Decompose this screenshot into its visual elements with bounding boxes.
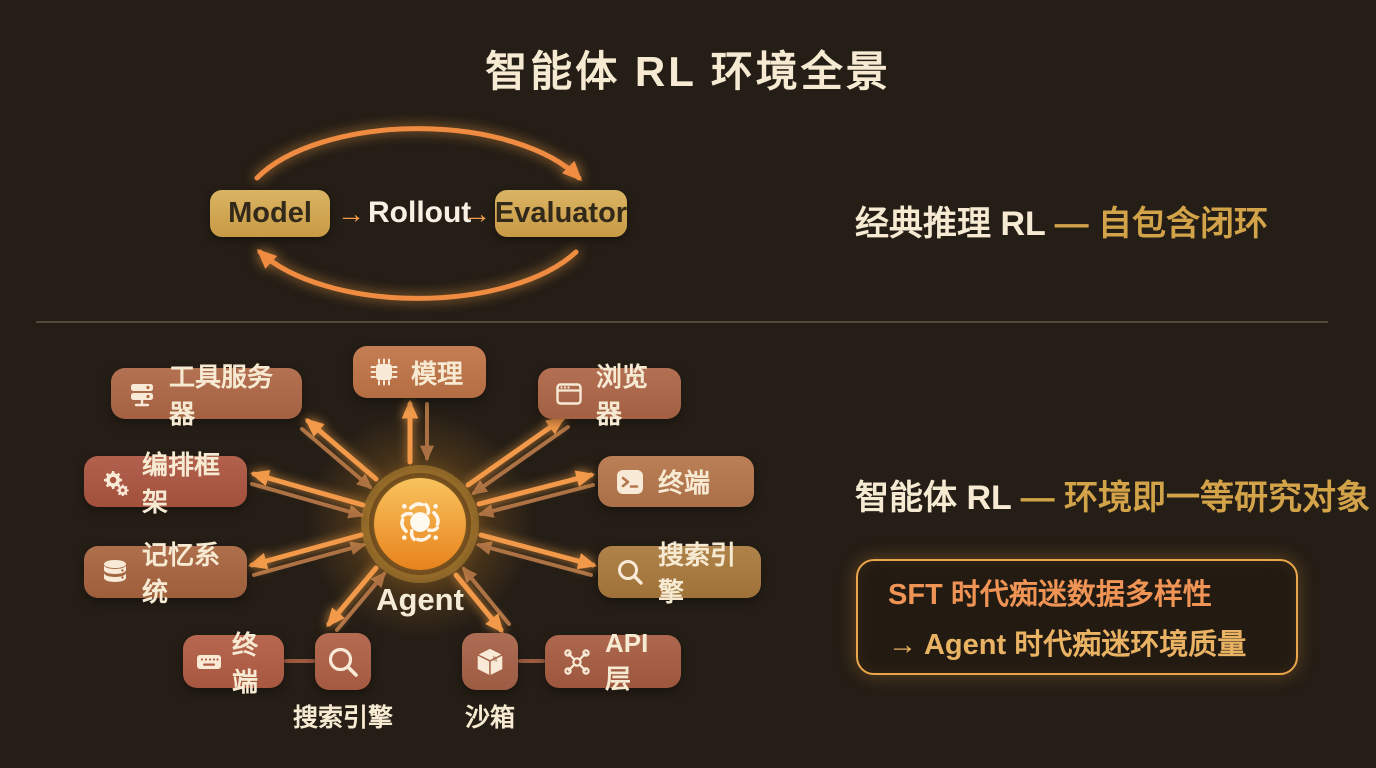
package-icon (472, 644, 508, 680)
node-model: 模理 (353, 346, 486, 398)
terminal-search-connector (284, 659, 315, 663)
magnifier-icon (325, 644, 361, 680)
node-sandbox (462, 633, 518, 690)
node-label: 编排框架 (142, 449, 221, 517)
sandbox-api-connector (518, 659, 545, 663)
rollout-label: Rollout (368, 196, 472, 229)
server-icon (128, 380, 156, 408)
page-title: 智能体 RL 环境全景 (485, 48, 891, 95)
node-tool-server: 工具服务器 (111, 362, 302, 429)
gears-icon (101, 468, 129, 496)
node-label: API 层 (605, 627, 649, 694)
arrow-right-icon: → (463, 198, 491, 229)
callout-line1: SFT 时代痴迷数据多样性 (888, 579, 1212, 611)
node-api-layer: API 层 (545, 628, 681, 694)
agent-label: Agent (376, 582, 464, 617)
node-label: 浏览器 (596, 361, 649, 429)
evaluator-box: Evaluator (495, 190, 627, 237)
node-search-right: 搜索引擎 (598, 540, 761, 607)
agent-hub (374, 478, 466, 570)
node-label: 模理 (411, 358, 464, 389)
evaluator-label: Evaluator (494, 197, 628, 229)
chip-icon (370, 358, 398, 386)
sft-vs-agent-callout: SFT 时代痴迷数据多样性 → Agent 时代痴迷环境质量 (856, 559, 1298, 675)
classic-rl-caption: 经典推理 RL — 自包含闭环 (855, 205, 1269, 243)
node-label: 记忆系统 (142, 540, 221, 607)
node-terminal-bottom: 终端 (183, 630, 284, 697)
search-icon (615, 557, 645, 587)
node-label: 搜索引擎 (658, 540, 737, 607)
agent-halo-ring (361, 465, 479, 583)
terminal-icon (615, 467, 645, 497)
node-orchestration: 编排框架 (84, 450, 247, 517)
browser-icon (555, 380, 583, 408)
model-label: Model (228, 197, 312, 229)
node-memory: 记忆系统 (84, 540, 247, 607)
node-label: 终端 (232, 629, 259, 697)
node-label: 工具服务器 (169, 361, 274, 429)
search-engine-sublabel: 搜索引擎 (292, 704, 393, 732)
node-search-bottom (315, 633, 371, 690)
agent-rl-caption: 智能体 RL — 环境即一等研究对象 (855, 479, 1371, 517)
model-box: Model (210, 190, 330, 237)
section-divider (36, 321, 1328, 323)
callout-line2: → Agent 时代痴迷环境质量 (888, 629, 1247, 661)
keyboard-icon (195, 648, 223, 676)
arrow-right-icon: → (337, 198, 365, 229)
node-browser: 浏览器 (538, 362, 681, 429)
node-terminal-right: 终端 (598, 456, 754, 507)
node-label: 终端 (658, 468, 711, 498)
agent-logo-icon (391, 493, 449, 556)
sandbox-sublabel: 沙箱 (464, 704, 515, 732)
network-icon (562, 647, 592, 677)
database-icon (101, 558, 129, 586)
